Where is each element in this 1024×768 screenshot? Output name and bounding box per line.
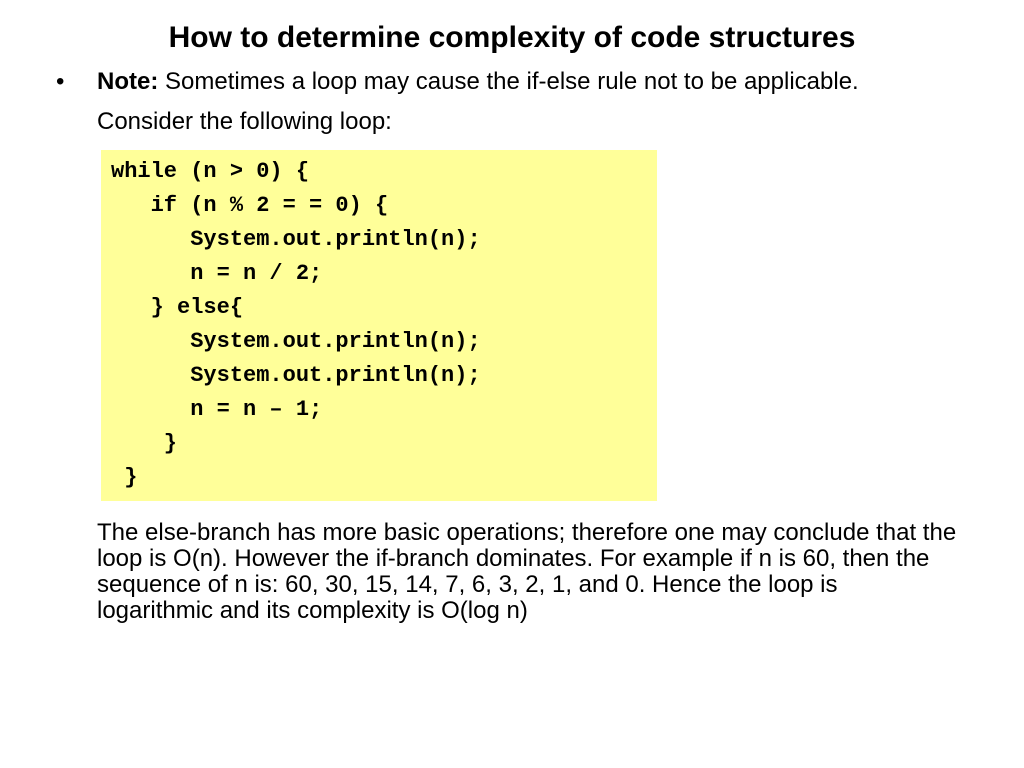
code-line: } xyxy=(111,431,178,456)
note-label: Note: xyxy=(97,68,159,95)
code-block: while (n > 0) { if (n % 2 = = 0) { Syste… xyxy=(101,150,657,501)
bullet-marker: • xyxy=(56,68,65,95)
code-line: System.out.println(n); xyxy=(111,227,481,252)
slide-title: How to determine complexity of code stru… xyxy=(168,21,856,54)
code-line: System.out.println(n); xyxy=(111,329,481,354)
code-line: if (n % 2 = = 0) { xyxy=(111,193,389,218)
code-line: } xyxy=(111,465,138,490)
code-line: System.out.println(n); xyxy=(111,363,481,388)
code-line: while (n > 0) { xyxy=(111,159,310,184)
note-paragraph: Note: Sometimes a loop may cause the if-… xyxy=(97,62,956,142)
note-bullet: • Note: Sometimes a loop may cause the i… xyxy=(56,62,956,142)
explanation-paragraph: The else-branch has more basic operation… xyxy=(97,519,957,624)
code-line: } else{ xyxy=(111,295,244,320)
code-line: n = n – 1; xyxy=(111,397,323,422)
note-text: Sometimes a loop may cause the if-else r… xyxy=(97,68,859,135)
code-line: n = n / 2; xyxy=(111,261,323,286)
